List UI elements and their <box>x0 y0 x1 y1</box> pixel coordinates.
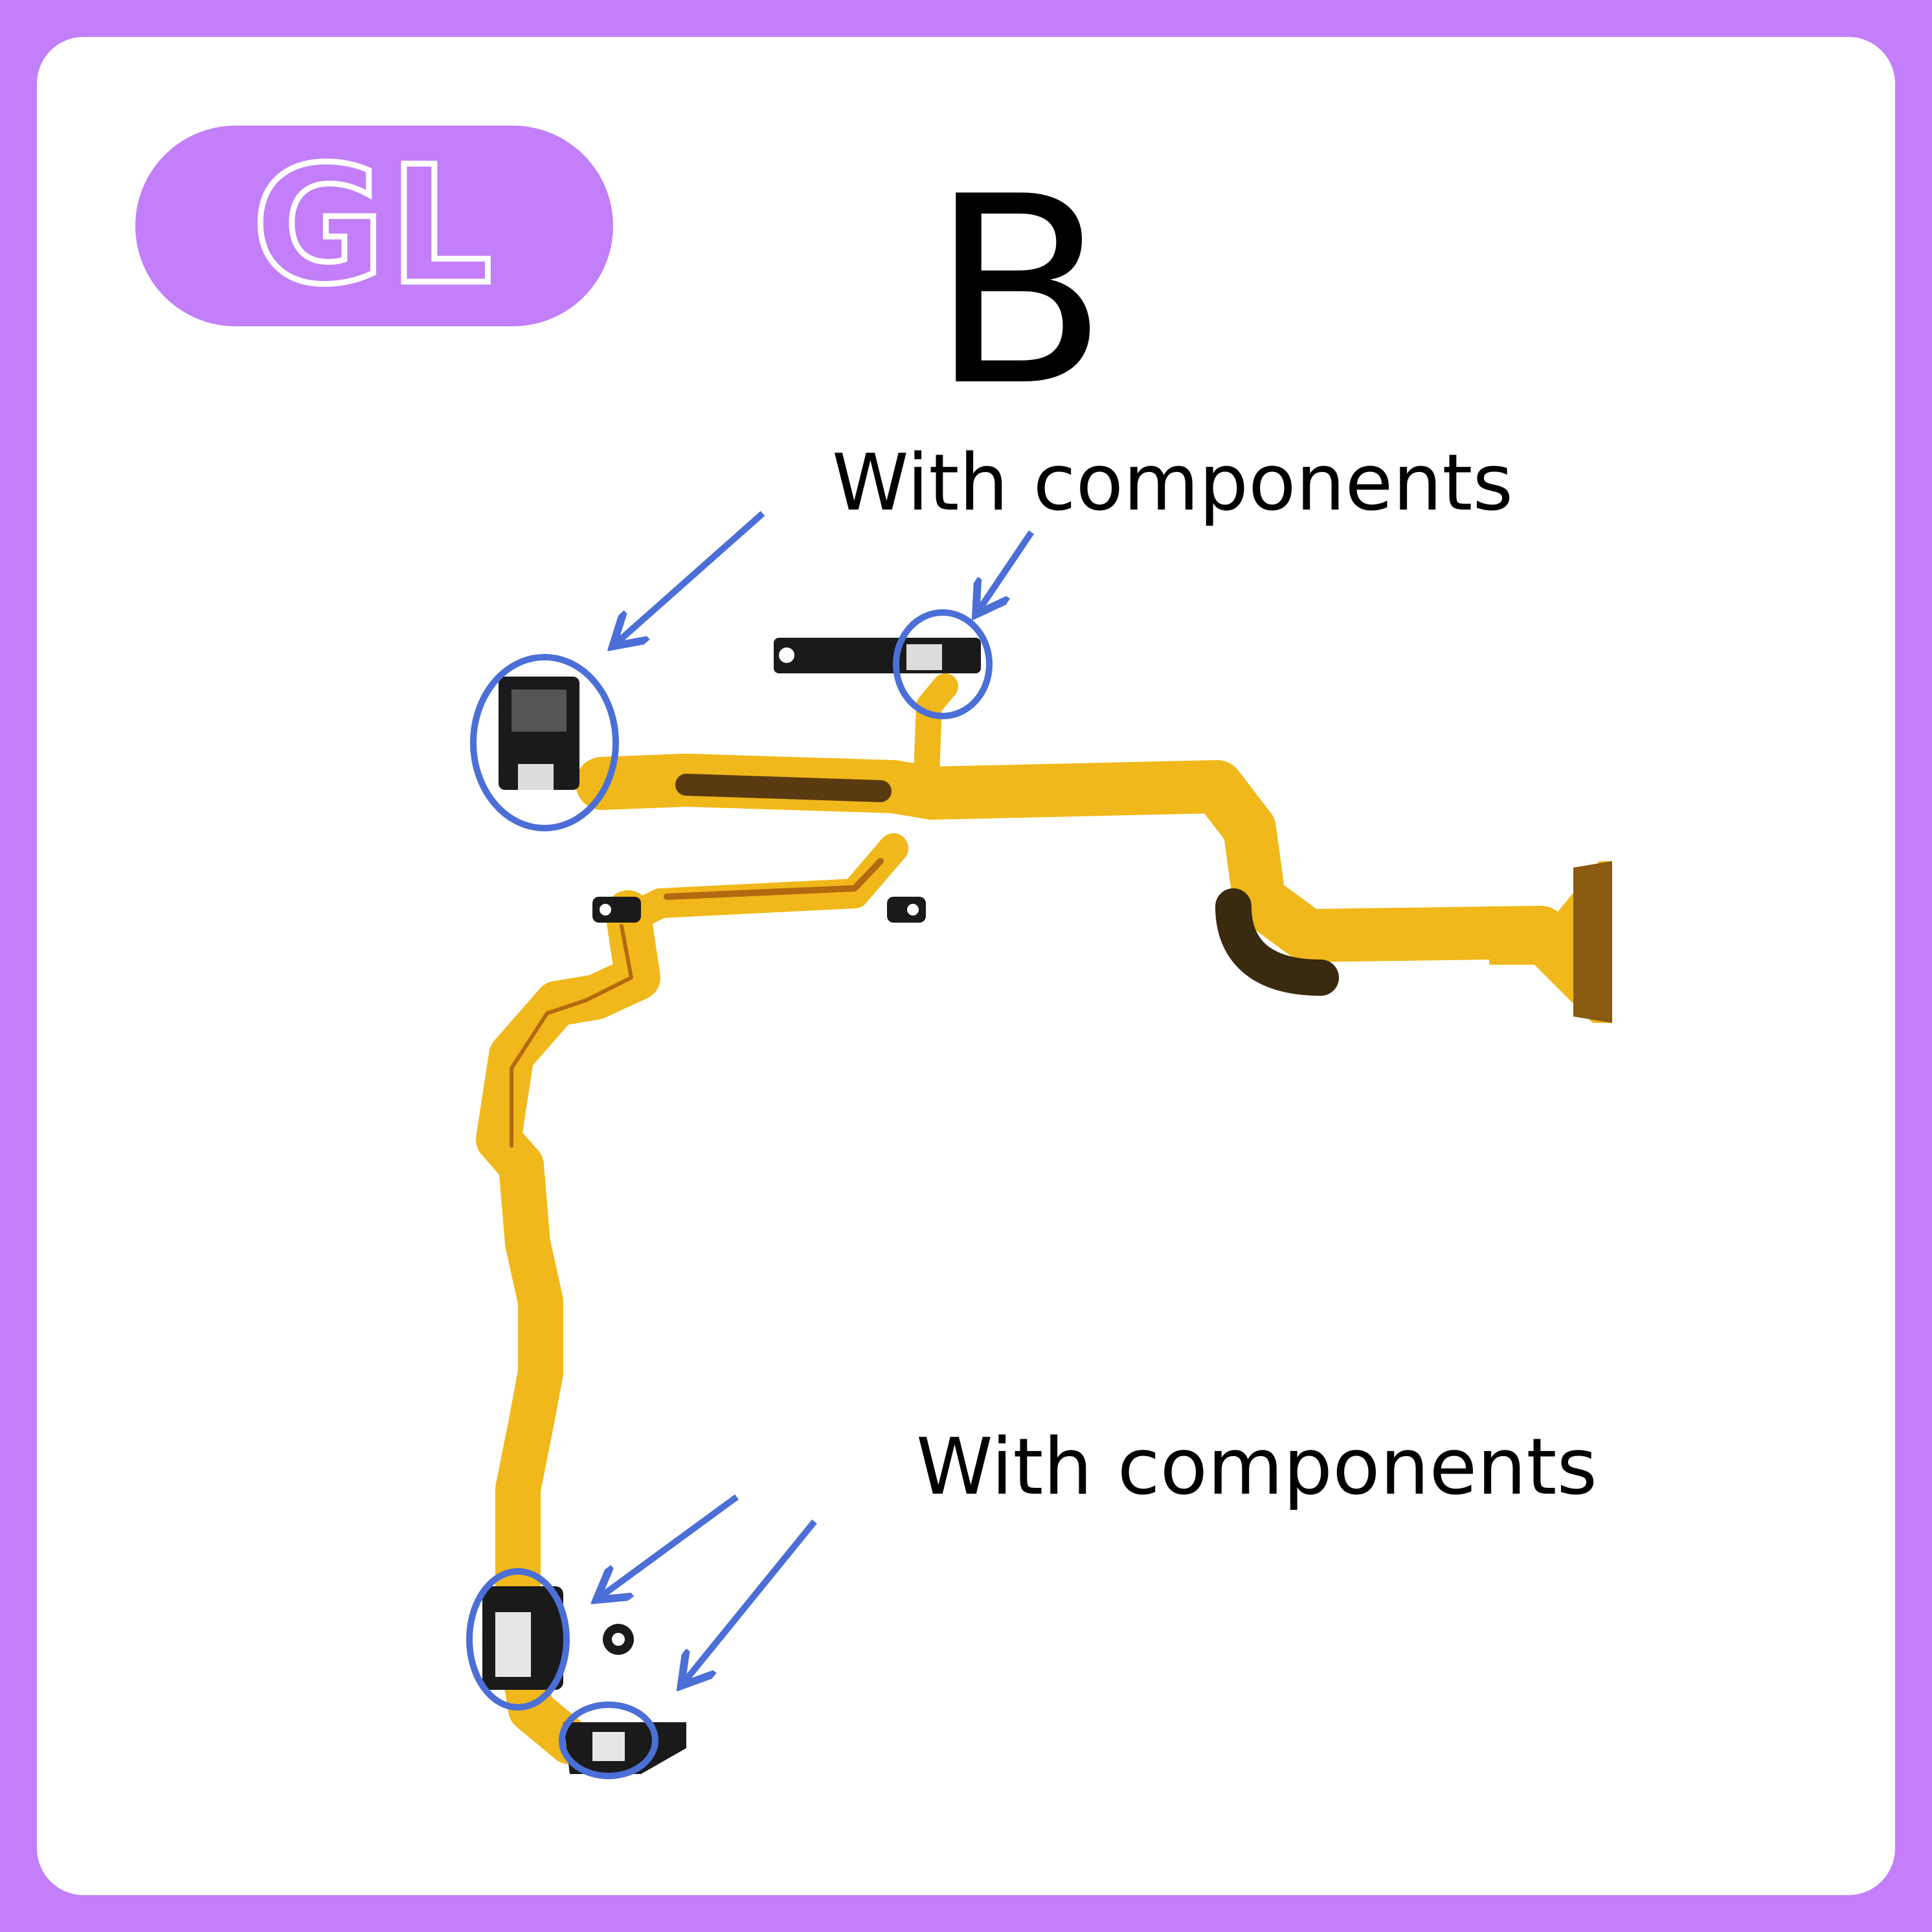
annotation-label-bottom: With components <box>916 1422 1597 1512</box>
connector-bottom-socket <box>495 1612 531 1677</box>
highlight-circle-bottom-left <box>466 1568 570 1711</box>
curve-trace-segment <box>1215 888 1339 996</box>
variant-letter: B <box>930 142 1108 443</box>
connector-bottom-small-socket <box>592 1732 625 1761</box>
connector-bottom-screw-hole <box>612 1633 625 1646</box>
middle-branch-traces <box>664 858 884 900</box>
arrow-top-left <box>615 511 765 644</box>
annotation-label-top: With components <box>832 438 1513 528</box>
connector-top-tab <box>774 638 981 673</box>
annotation-circles <box>466 609 993 1779</box>
vertical-cable-traces <box>510 924 633 1148</box>
connector-top-left-socket <box>518 764 554 790</box>
end-connector-pins <box>1573 861 1612 1023</box>
highlight-circle-top-left <box>470 654 619 831</box>
upper-trace-segment <box>675 774 892 802</box>
connectors <box>482 638 981 1774</box>
mounting-tab-left <box>592 897 641 923</box>
mounting-tab-right-hole <box>907 904 919 915</box>
arrow-top-right <box>978 530 1035 612</box>
arrow-bottom-right <box>683 1519 817 1683</box>
top-riser-cable <box>913 673 958 803</box>
connector-top-socket <box>906 644 942 670</box>
arrow-bottom-left <box>599 1494 739 1598</box>
mounting-tab-right <box>887 897 926 923</box>
connector-top-left-chip <box>511 690 567 732</box>
connector-top-tab-hole <box>779 647 794 663</box>
vertical-cable <box>476 890 660 1764</box>
highlight-circle-bottom-small <box>559 1702 658 1779</box>
highlight-circle-top-right <box>893 609 993 719</box>
brand-logo-badge: GL <box>135 126 613 326</box>
brand-logo-text: GL <box>249 131 497 320</box>
flex-ribbon-cable <box>476 673 1612 1764</box>
annotation-arrows <box>599 511 1035 1683</box>
mounting-tab-left-hole <box>600 904 611 915</box>
middle-branch-cable <box>613 833 908 934</box>
